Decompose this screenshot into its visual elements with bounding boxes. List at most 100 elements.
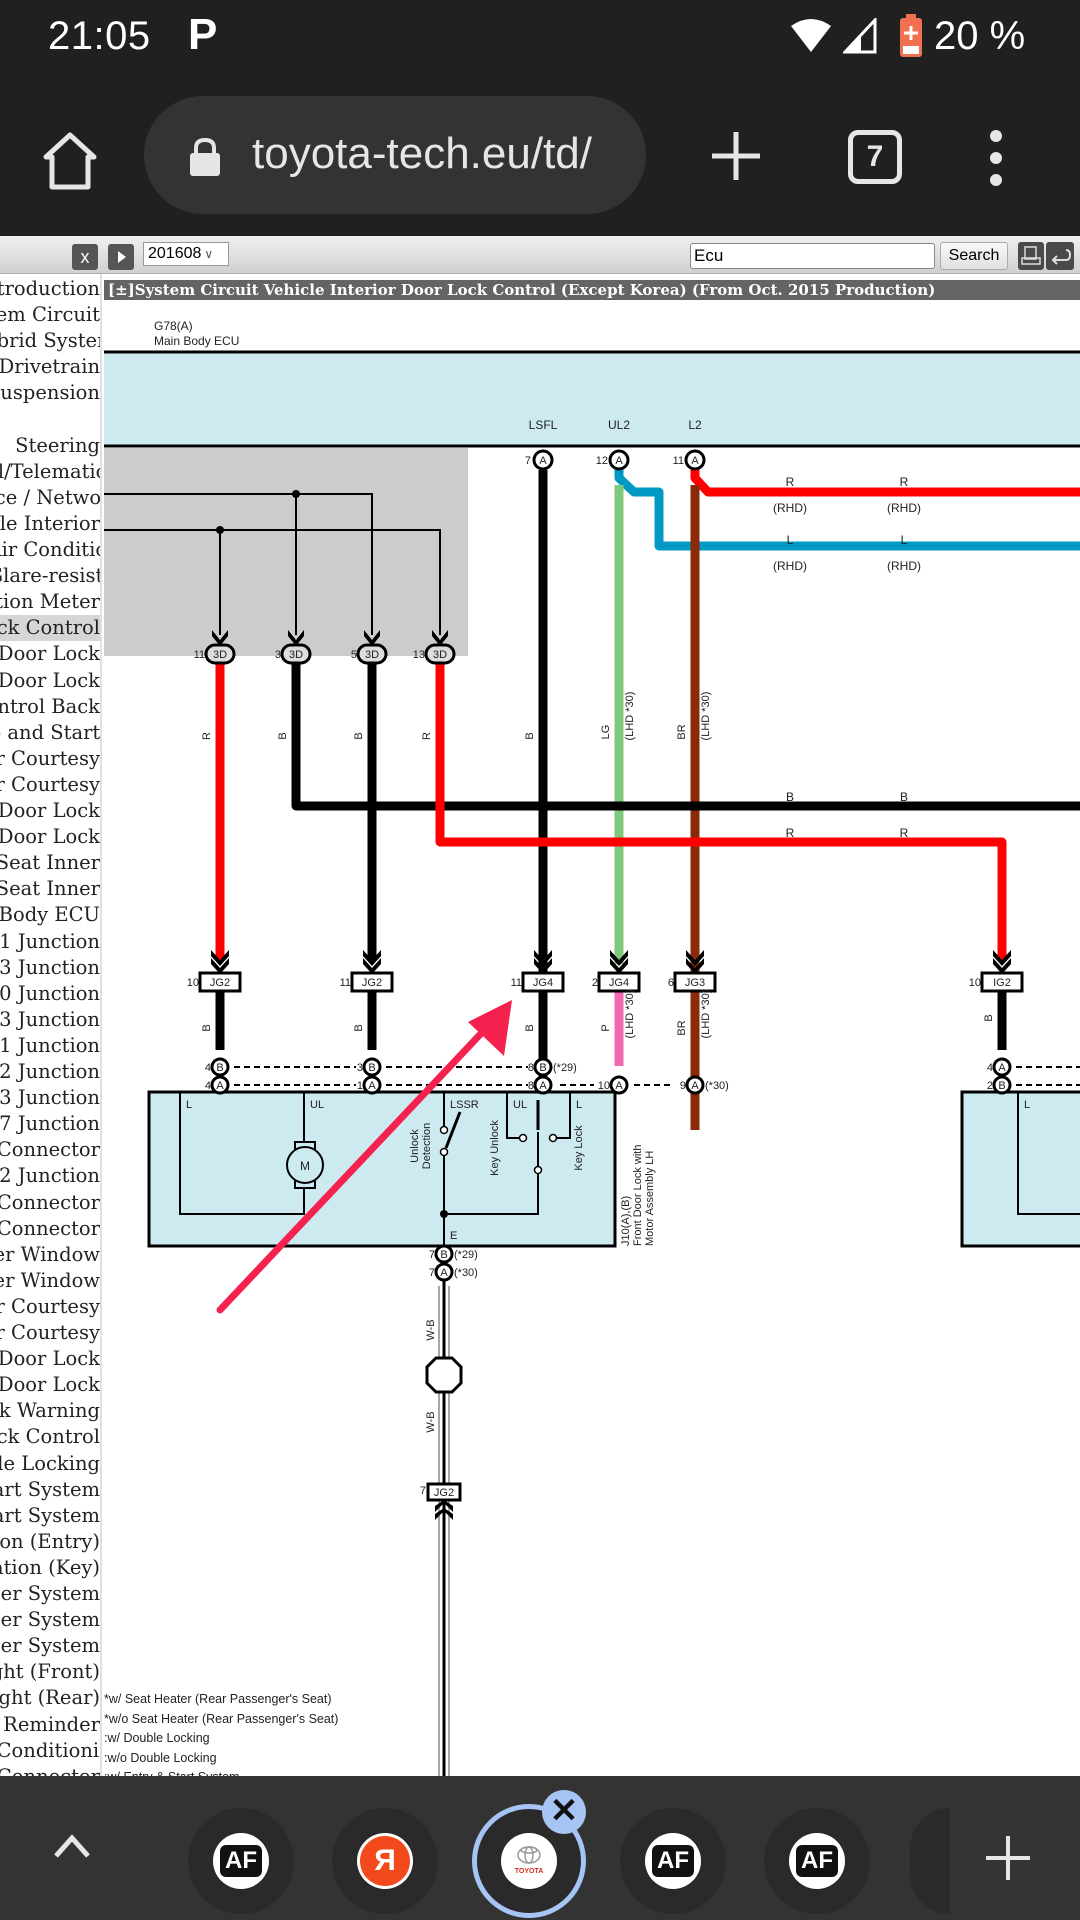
sidebar-item[interactable]: Engine Stop and Start [0, 720, 100, 746]
sidebar-item[interactable]: Immobiliser System [0, 1633, 100, 1659]
sidebar-item[interactable]: Junction Connector [0, 1137, 100, 1163]
sidebar-item[interactable]: Immobiliser System [0, 1607, 100, 1633]
sidebar-item-label: Illumination (Entry) [0, 1529, 100, 1553]
sidebar-item[interactable]: No. 1 Junction [0, 929, 100, 955]
wire-label-3d-3: B [277, 732, 289, 739]
search-input[interactable]: Ecu [690, 243, 935, 269]
expand-button[interactable] [108, 244, 134, 270]
sidebar-item[interactable]: No. 2 Junction [0, 1059, 100, 1085]
sidebar-item[interactable]: Drivetrain [0, 354, 100, 380]
sidebar-item[interactable]: Illumination (Entry) [0, 1529, 100, 1555]
sidebar-item[interactable]: Junction Connector [0, 1190, 100, 1216]
close-tab-button[interactable]: ✕ [542, 1790, 586, 1834]
tab-af-3[interactable]: AF [764, 1808, 870, 1914]
sidebar-item[interactable]: Unlock Warning [0, 1398, 100, 1424]
sidebar-item[interactable]: Suspension [0, 380, 100, 406]
sidebar-item[interactable]: Key Reminder [0, 1712, 100, 1738]
sidebar-item[interactable]: Illumination (Key) [0, 1555, 100, 1581]
sidebar-item[interactable]: Front Door Courtesy [0, 1294, 100, 1320]
chevron-up-icon[interactable] [48, 1826, 96, 1866]
sidebar-item[interactable]: Double Locking [0, 1451, 100, 1477]
sidebar-item[interactable]: Option Connector [0, 1764, 100, 1776]
new-tab-icon[interactable] [986, 1836, 1030, 1880]
sidebar-item[interactable]: Power Source / Network [0, 485, 100, 511]
sidebar-item[interactable]: No. 10 Junction [0, 981, 100, 1007]
sidebar-item-label: Door Lock Control [0, 616, 100, 640]
wire-label-l: L [787, 533, 794, 547]
sidebar-item[interactable]: Combination Meter [0, 589, 100, 615]
tab-switcher-button[interactable]: 7 [848, 130, 902, 184]
tab-toyota-active[interactable]: TOYOTA [472, 1804, 586, 1918]
sidebar-item[interactable]: Rear Door Courtesy [0, 772, 100, 798]
search-button[interactable]: Search [940, 242, 1008, 270]
sidebar-item[interactable]: Front Door Courtesy [0, 746, 100, 772]
tab-af-2[interactable]: AF [620, 1808, 726, 1914]
sidebar-item[interactable]: No. 2 Junction [0, 1163, 100, 1189]
sidebar-item[interactable]: System Circuit [0, 302, 100, 328]
url-text[interactable]: toyota-tech.eu/td/ [252, 129, 592, 178]
wire-label-r: R [786, 475, 795, 489]
junction-jg2-7: JG2 7 [420, 1482, 462, 1520]
ecu-pin-ul2: A 12 [596, 449, 630, 471]
sidebar-item-label: No. 7 Junction [0, 1112, 100, 1136]
sidebar-item[interactable]: Rear Door Lock [0, 668, 100, 694]
svg-text:A: A [615, 1080, 623, 1092]
cell-signal-icon [843, 18, 877, 54]
sidebar-item[interactable]: Rear Door Lock [0, 1372, 100, 1398]
sidebar-item[interactable] [0, 407, 100, 433]
sidebar-item[interactable]: Front Door Lock [0, 641, 100, 667]
sidebar-item[interactable]: Power Window [0, 1242, 100, 1268]
print-button[interactable] [1018, 242, 1044, 270]
address-bar[interactable]: toyota-tech.eu/td/ [144, 96, 646, 214]
sidebar-item[interactable]: Rear Door Courtesy [0, 1320, 100, 1346]
door-lock-connector-label: J10(A),(B) [620, 1196, 632, 1246]
new-tab-icon[interactable] [710, 130, 762, 182]
sidebar-item[interactable]: Door Lock Control [0, 615, 100, 642]
sidebar-item[interactable]: Immobiliser System [0, 1581, 100, 1607]
sidebar-item[interactable]: Junction Connector [0, 1216, 100, 1242]
version-select[interactable]: 201608∨ [143, 242, 229, 266]
sidebar-item-label: Rear Door Lock [0, 825, 100, 849]
tab-partial[interactable] [910, 1808, 950, 1914]
sidebar-item[interactable]: Engine / Hybrid System [0, 328, 100, 354]
sidebar-item[interactable]: Front Seat Inner [0, 850, 100, 876]
sidebar-item[interactable]: Rear Door Lock [0, 824, 100, 850]
svg-text:A: A [440, 1267, 448, 1279]
sidebar-item[interactable]: No. 13 Junction [0, 1007, 100, 1033]
sidebar-item[interactable]: No. 3 Junction [0, 955, 100, 981]
sidebar-item[interactable]: Entry & Start System [0, 1477, 100, 1503]
door-lock-name-label-2: Motor Assembly LH [644, 1151, 656, 1246]
sidebar-item[interactable]: Steering [0, 433, 100, 459]
sidebar-item[interactable]: Rear Seat Inner [0, 876, 100, 902]
sidebar-item[interactable]: No. 11 Junction [0, 1033, 100, 1059]
wire-r-rhd [690, 468, 1080, 497]
sidebar-item-label: Automatic Glare-resistant [0, 564, 100, 588]
sidebar-item[interactable]: Interior Light (Rear) [0, 1685, 100, 1711]
sidebar-item[interactable]: Front Door Lock [0, 798, 100, 824]
menu-icon[interactable] [985, 128, 1007, 188]
sidebar-item[interactable]: No. 3 Junction [0, 1085, 100, 1111]
sidebar-item[interactable]: Vehicle Interior [0, 511, 100, 537]
sidebar-item[interactable]: Main Body ECU [0, 902, 100, 928]
sidebar-item[interactable]: Automatic Air Conditioning [0, 537, 100, 563]
sidebar-item[interactable]: Air Control Back [0, 694, 100, 720]
sidebar-item[interactable]: Audio/Visual/Telematics [0, 459, 100, 485]
sidebar-item[interactable]: Entry & Start System [0, 1503, 100, 1529]
sidebar-item[interactable]: No. 7 Junction [0, 1111, 100, 1137]
tab-af-1[interactable]: AF [188, 1808, 294, 1914]
svg-text:4: 4 [205, 1080, 211, 1092]
sidebar-item[interactable]: Interior Light (Front) [0, 1659, 100, 1685]
sidebar-item[interactable]: Introduction [0, 276, 100, 302]
home-icon[interactable] [42, 131, 98, 191]
svg-text:10: 10 [187, 977, 199, 989]
sidebar-item[interactable]: Front Door Lock [0, 1346, 100, 1372]
return-button[interactable] [1046, 242, 1074, 270]
sidebar-item[interactable]: Door Lock Control [0, 1424, 100, 1450]
sidebar-item[interactable]: Power Window [0, 1268, 100, 1294]
close-sidebar-button[interactable]: x [72, 244, 98, 270]
tab-favicon: AF [213, 1833, 269, 1889]
sidebar-item[interactable]: Automatic Glare-resistant [0, 563, 100, 589]
svg-text:JG4: JG4 [533, 977, 553, 989]
tab-yandex[interactable]: Я [332, 1808, 438, 1914]
sidebar-item[interactable]: Manual Air Conditioning [0, 1738, 100, 1764]
